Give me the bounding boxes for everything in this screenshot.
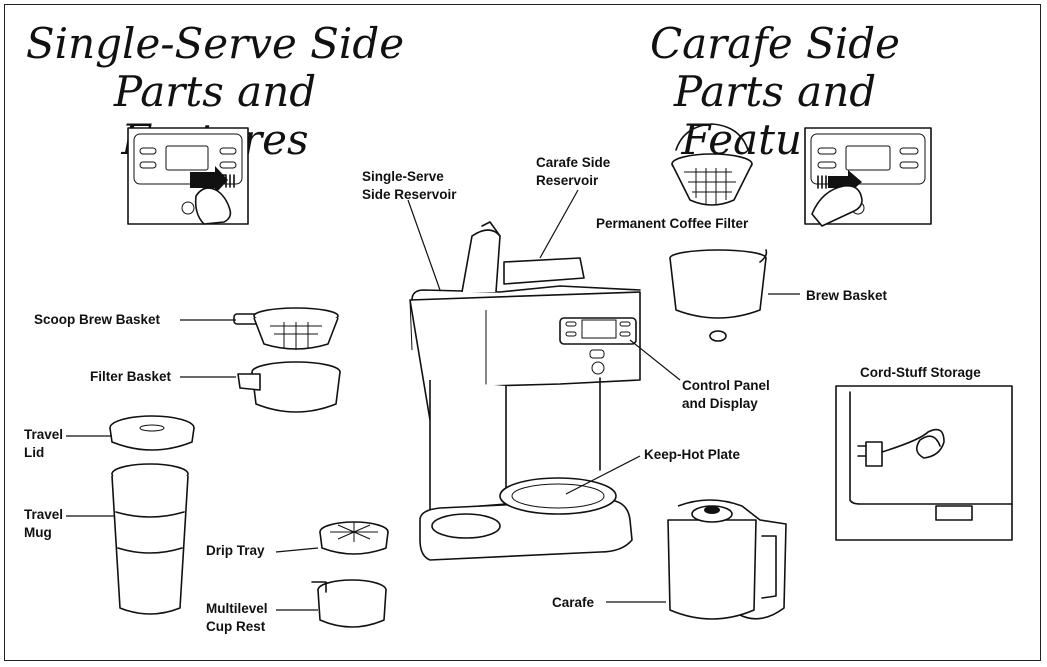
hand-pressing-switch-right-icon <box>804 127 932 227</box>
leader-lines <box>66 189 800 611</box>
label-carafe: Carafe <box>552 595 595 610</box>
label-carafe-reservoir: Carafe Side Reservoir <box>536 154 610 190</box>
cord-storage-inset <box>835 385 1013 541</box>
hand-pressing-switch-left-icon <box>127 127 249 225</box>
label-multilevel-cup-rest-line1: Multilevel <box>206 601 268 616</box>
travel-lid-drawing <box>109 415 195 451</box>
label-carafe-reservoir-line2: Reservoir <box>536 173 599 188</box>
label-control-panel-line1: Control Panel <box>682 378 770 393</box>
label-single-serve-reservoir: Single-Serve Side Reservoir <box>362 168 457 204</box>
single-serve-title-line1: Single-Serve Side <box>25 19 405 68</box>
carafe-side-title-line1: Carafe Side <box>650 19 900 68</box>
label-travel-mug-line2: Mug <box>24 525 52 540</box>
page-border <box>4 4 1041 661</box>
drip-tray-drawing <box>319 521 389 555</box>
label-travel-mug-line1: Travel <box>24 507 64 522</box>
multilevel-cup-rest-drawing <box>311 579 387 628</box>
label-single-serve-reservoir-line2: Side Reservoir <box>362 187 457 202</box>
brew-basket-drawing <box>669 249 768 342</box>
label-carafe-reservoir-line1: Carafe Side <box>536 155 611 170</box>
single-serve-title: Single-Serve Side Parts and Features <box>20 20 410 164</box>
label-control-panel-line2: and Display <box>682 396 758 411</box>
label-brew-basket: Brew Basket <box>806 288 888 303</box>
permanent-coffee-filter-drawing <box>671 123 753 206</box>
label-multilevel-cup-rest: Multilevel Cup Rest <box>206 600 268 636</box>
label-scoop-brew-basket: Scoop Brew Basket <box>34 312 161 327</box>
travel-mug-drawing <box>111 463 189 615</box>
label-permanent-filter: Permanent Coffee Filter <box>596 216 749 231</box>
label-travel-mug: Travel Mug <box>24 506 63 542</box>
carafe-drawing <box>667 499 787 620</box>
label-drip-tray: Drip Tray <box>206 543 265 558</box>
label-travel-lid-line2: Lid <box>24 445 45 460</box>
filter-basket-drawing <box>237 361 341 413</box>
label-travel-lid-line1: Travel <box>24 427 64 442</box>
label-keep-hot-plate: Keep-Hot Plate <box>644 447 741 462</box>
label-cord-storage: Cord-Stuff Storage <box>860 365 981 380</box>
scoop-brew-basket-drawing <box>233 307 339 350</box>
label-control-panel: Control Panel and Display <box>682 377 770 413</box>
label-travel-lid: Travel Lid <box>24 426 63 462</box>
label-filter-basket: Filter Basket <box>90 369 172 384</box>
coffee-maker-body <box>409 221 641 561</box>
label-multilevel-cup-rest-line2: Cup Rest <box>206 619 266 634</box>
label-single-serve-reservoir-line1: Single-Serve <box>362 169 444 184</box>
